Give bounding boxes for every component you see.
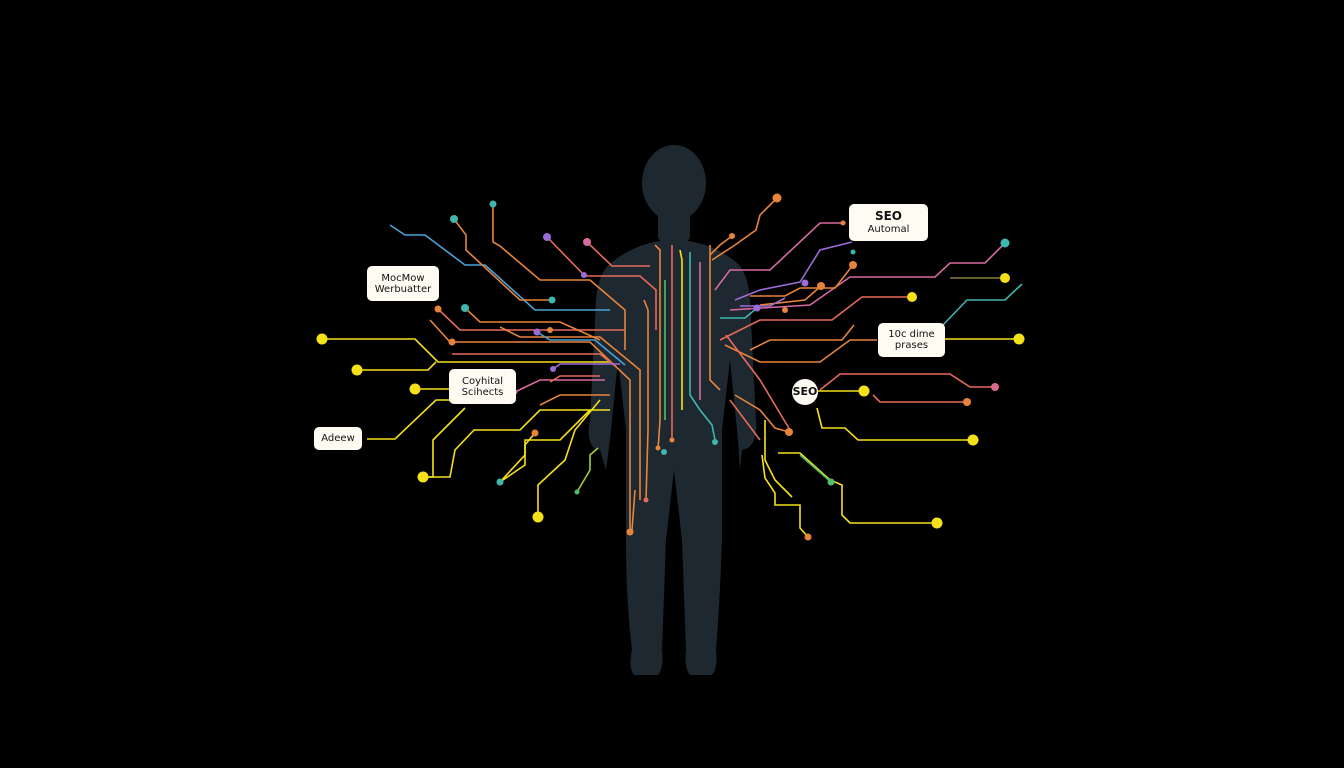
label-toc-dime: 10c dime prases <box>878 323 945 357</box>
center-traces <box>631 244 721 531</box>
label-seo-circle-text: SEO <box>792 384 818 398</box>
label-seo-automal-line2: Automal <box>867 223 910 235</box>
left-traces <box>322 204 657 530</box>
label-adeew-text: Adeew <box>321 433 355 444</box>
label-coyhital-line2: Scihects <box>461 386 504 398</box>
label-seo-automal: SEO Automal <box>849 204 928 241</box>
label-seo-automal-line1: SEO <box>874 209 903 224</box>
label-adeew: Adeew <box>314 427 362 450</box>
right-traces <box>709 197 1023 538</box>
label-mocmow-line1: MocMow <box>381 272 425 284</box>
label-coyhital-line1: Coyhital <box>462 375 503 387</box>
label-seo-circle: SEO <box>792 379 818 405</box>
label-coyhital: Coyhital Scihects <box>449 369 516 404</box>
label-mocmow: MocMow Werbuatter <box>367 266 439 301</box>
label-toc-dime-line2: prases <box>894 340 929 351</box>
terminal-nodes <box>316 193 1025 541</box>
label-toc-dime-line1: 10c dime <box>888 329 935 340</box>
label-mocmow-line2: Werbuatter <box>374 283 432 295</box>
human-silhouette <box>588 145 757 675</box>
